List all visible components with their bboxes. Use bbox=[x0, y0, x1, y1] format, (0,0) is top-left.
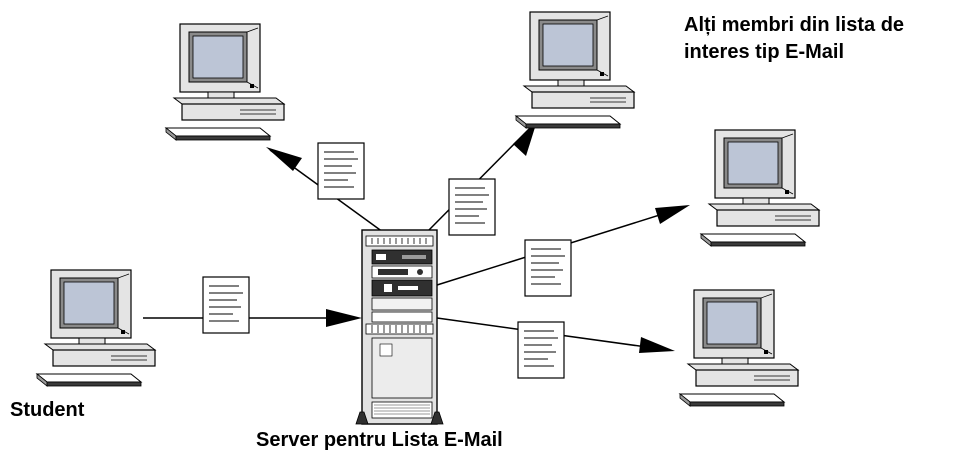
arrowhead-to-member-2 bbox=[513, 121, 537, 156]
document-icon bbox=[202, 276, 250, 334]
desktop-computer-icon bbox=[515, 11, 635, 129]
document-icon bbox=[448, 178, 496, 236]
desktop-computer-icon bbox=[679, 289, 799, 407]
other-members-label: Alți membri din lista de interes tip E-M… bbox=[684, 12, 904, 66]
arrowhead-to-server bbox=[326, 309, 362, 327]
desktop-computer-icon bbox=[36, 269, 156, 387]
arrowhead-to-member-1 bbox=[266, 147, 302, 171]
document-icon bbox=[317, 142, 365, 200]
desktop-computer-icon bbox=[700, 129, 820, 247]
desktop-computer-icon bbox=[165, 23, 285, 141]
arrowheads bbox=[266, 121, 690, 353]
server-label: Server pentru Lista E-Mail bbox=[256, 429, 503, 451]
other-members-label-line-1: Alți membri din lista de bbox=[684, 14, 905, 36]
student-label: Student bbox=[10, 399, 85, 421]
arrowhead-to-member-3 bbox=[655, 205, 690, 224]
document-icon bbox=[524, 239, 572, 297]
document-icon bbox=[517, 321, 565, 379]
other-members-label-line-2: interes tip E-Mail bbox=[684, 41, 845, 63]
arrowhead-to-member-4 bbox=[639, 337, 675, 353]
server-tower-icon bbox=[355, 229, 444, 425]
